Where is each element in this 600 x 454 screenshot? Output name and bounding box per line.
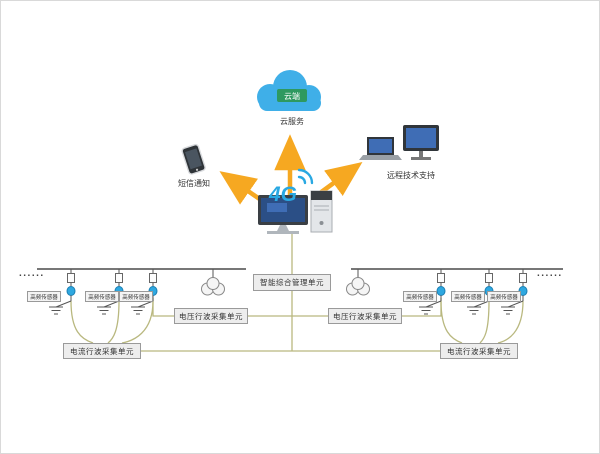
hf-sensor-icon bbox=[436, 286, 446, 296]
cloud-icon: 云端 bbox=[257, 70, 321, 111]
signal-wave-small bbox=[297, 175, 307, 185]
sensor-drops-right bbox=[419, 269, 528, 315]
hf-sensor-label: 高频传感器 bbox=[451, 291, 485, 302]
cloud-badge-label: 云端 bbox=[284, 91, 300, 101]
connector-lines bbox=[70, 234, 524, 352]
current-unit-right-box: 电流行波采集单元 bbox=[440, 343, 518, 359]
hf-sensor-label: 高频传感器 bbox=[119, 291, 153, 302]
signal-wave-large bbox=[297, 168, 314, 185]
laptop-icon bbox=[359, 137, 402, 160]
management-unit-box: 智能综合管理单元 bbox=[253, 274, 331, 291]
signal-arrows bbox=[219, 134, 363, 206]
arrow-to-remote bbox=[317, 162, 363, 196]
cloud-badge bbox=[277, 89, 307, 102]
desktop-monitor-icon bbox=[403, 125, 439, 160]
ellipsis-right: ...... bbox=[537, 267, 563, 279]
hf-sensor-label: 高频传感器 bbox=[27, 291, 61, 302]
arrow-to-phone bbox=[219, 171, 264, 205]
phone-icon bbox=[181, 143, 206, 175]
4g-label: 4G bbox=[268, 183, 297, 206]
hf-sensor-label: 高频传感器 bbox=[403, 291, 437, 302]
hf-sensor-icon bbox=[66, 286, 76, 296]
current-unit-left-box: 电流行波采集单元 bbox=[63, 343, 141, 359]
4g-network-icon: 4G bbox=[268, 168, 314, 206]
voltage-unit-right-box: 电压行波采集单元 bbox=[328, 308, 402, 324]
voltage-unit-left-box: 电压行波采集单元 bbox=[174, 308, 248, 324]
server-computer-icon bbox=[258, 190, 333, 234]
hf-sensor-label: 高频传感器 bbox=[487, 291, 521, 302]
ellipsis-left: ...... bbox=[19, 267, 45, 279]
hf-sensor-label: 高频传感器 bbox=[85, 291, 119, 302]
cloud-service-label: 云服务 bbox=[280, 116, 304, 126]
remote-support-label: 远程技术支持 bbox=[387, 171, 435, 180]
transformer-icon bbox=[201, 269, 225, 296]
sms-notify-label: 短信通知 bbox=[178, 179, 210, 188]
transformer-icon bbox=[346, 269, 370, 296]
